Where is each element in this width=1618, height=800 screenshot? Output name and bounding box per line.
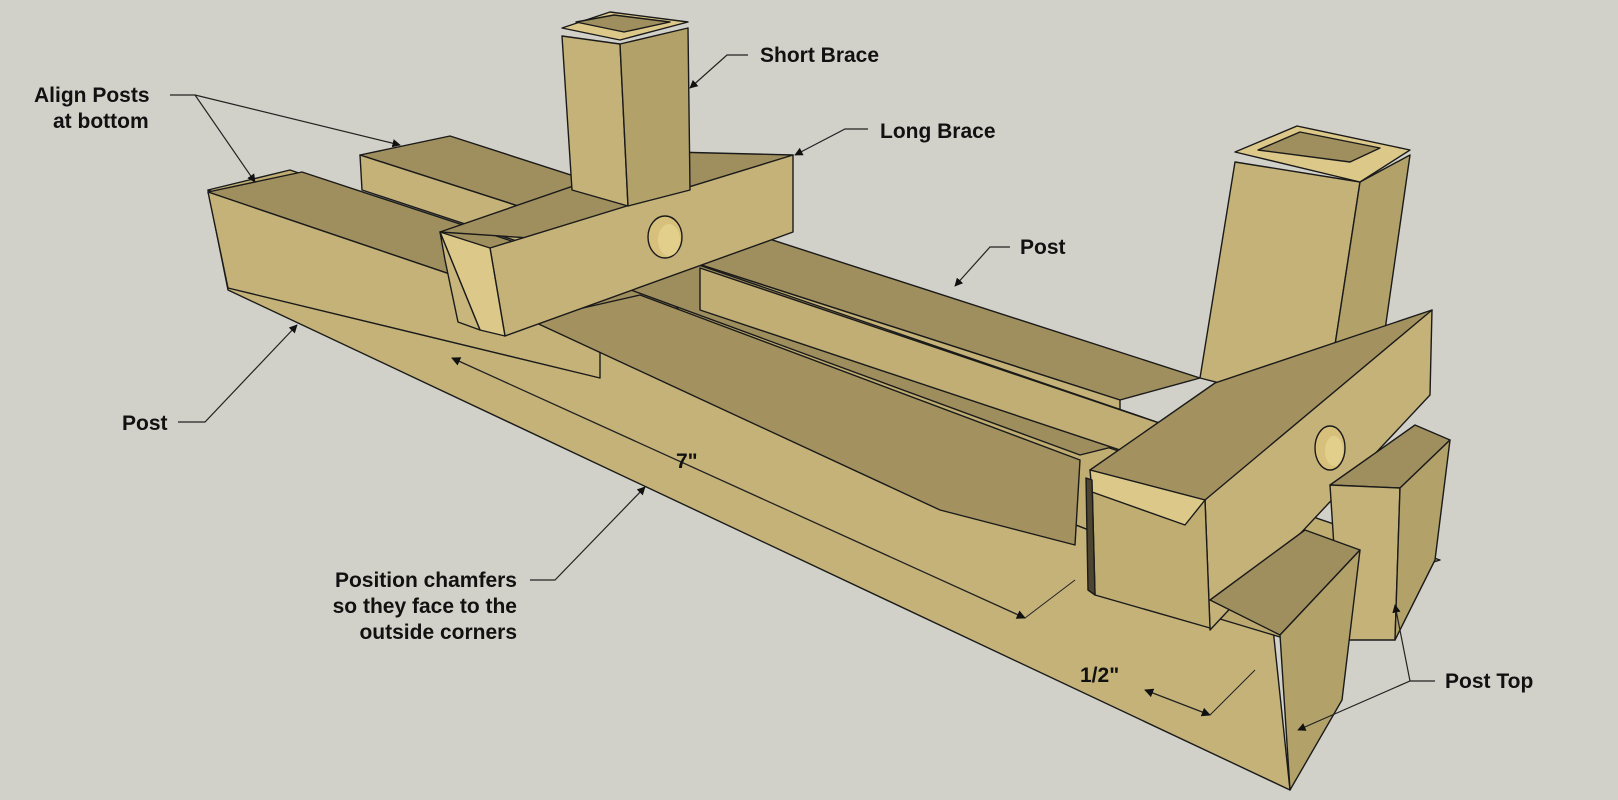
short-brace-label: Short Brace: [760, 44, 879, 67]
dimension-7in: 7": [451, 357, 1076, 619]
post-top-label: Post Top: [1445, 670, 1533, 693]
dimension-half-in-label: 1/2": [1080, 664, 1119, 687]
label-long-brace: Long Brace: [794, 120, 996, 156]
label-chamfers: Position chamfers so they face to the ou…: [333, 486, 646, 644]
label-post-right: Post: [954, 236, 1066, 287]
align-posts-line2: at bottom: [53, 110, 149, 133]
chamfer-line2: so they face to the: [333, 595, 517, 618]
post-left-label: Post: [122, 412, 168, 435]
post-right-label: Post: [1020, 236, 1066, 259]
label-post-left: Post: [122, 324, 298, 435]
align-posts-line1: Align Posts: [34, 84, 150, 107]
label-post-top: Post Top: [1297, 604, 1533, 731]
long-brace-label: Long Brace: [880, 120, 996, 143]
chamfer-line1: Position chamfers: [335, 569, 517, 592]
dimension-half-in: 1/2": [1080, 664, 1256, 717]
label-short-brace: Short Brace: [689, 44, 879, 89]
long-brace-right: [1085, 309, 1433, 631]
chamfer-line3: outside corners: [359, 621, 517, 644]
label-align-posts: Align Posts at bottom: [34, 84, 401, 183]
short-brace: [561, 11, 691, 207]
dimension-7in-label: 7": [676, 450, 698, 473]
